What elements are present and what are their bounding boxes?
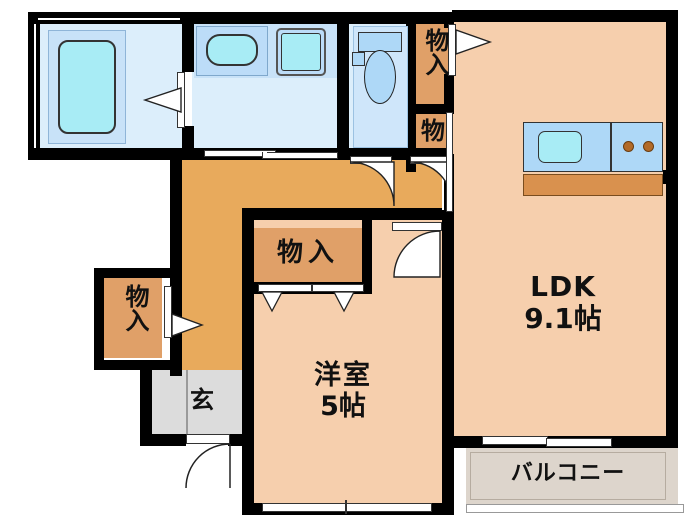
wall-toilet-closet <box>406 12 416 172</box>
washing-machine-inner <box>281 33 321 71</box>
wall-leftcloset-top <box>94 268 182 278</box>
entry-door-panel[interactable] <box>186 434 230 444</box>
toilet-door-swing-icon <box>349 161 395 207</box>
wall-ldk-left-upper <box>444 12 454 28</box>
wall-kitchen-right-stub <box>663 170 678 184</box>
ldk-label-name: LDK <box>530 270 596 303</box>
wall-leftcloset-bottom <box>94 360 182 370</box>
stove-burner-right-icon <box>643 141 654 152</box>
wall-bath-washroom <box>182 12 194 72</box>
bath-door-arrow-icon <box>142 87 182 113</box>
balcony-sliding-door-a[interactable] <box>482 436 548 445</box>
room-door-swing-icon <box>393 230 441 278</box>
closet-center-box <box>252 228 364 284</box>
hallway-area-2 <box>180 160 242 370</box>
wall-closet-divider <box>406 104 452 114</box>
room-window <box>262 503 432 512</box>
wall-genkan-left <box>140 370 152 446</box>
kitchen-counter-icon <box>523 174 663 196</box>
closet-left-door-arrow-icon <box>171 312 205 338</box>
western-room-label-size: 5帖 <box>320 391 366 422</box>
toilet-tank-icon <box>358 32 402 52</box>
entry-door-swing-icon <box>185 443 231 489</box>
wall-closet-center-right <box>362 218 372 292</box>
genkan-label: 玄 <box>190 386 214 414</box>
washroom-sliding-door-b[interactable] <box>262 152 338 159</box>
toilet-lever-icon <box>352 52 365 66</box>
balcony-sliding-door-b[interactable] <box>546 438 612 447</box>
closet-center-door-b[interactable] <box>312 284 364 292</box>
wall-bath-washroom-low <box>182 126 194 160</box>
closet-center-label: 物入 <box>276 238 339 268</box>
wall-genkan-bottom-left <box>140 434 186 446</box>
wall-ldk-left-mid <box>444 74 454 114</box>
genkan-step-line <box>186 370 188 434</box>
closet-top-right-label: 物入 <box>421 28 449 76</box>
bathtub-icon <box>58 40 116 134</box>
closet-center-fold-marks-icon <box>260 291 356 313</box>
wall-inner-line-top <box>38 18 180 20</box>
wall-right-outer <box>666 10 678 448</box>
room-door-panel[interactable] <box>392 222 442 231</box>
wall-inner-line-left <box>34 24 36 148</box>
closet-left-door-panel[interactable] <box>164 286 172 338</box>
closet-center-door-a[interactable] <box>258 284 312 292</box>
balcony-area <box>466 448 678 504</box>
ldk-area <box>452 22 674 437</box>
wall-bath-bottom <box>28 148 184 160</box>
stove-burner-left-icon <box>623 141 634 152</box>
wall-leftcloset-left <box>94 268 104 370</box>
toilet-bowl-icon <box>364 50 396 104</box>
kitchen-sink-icon <box>538 131 582 163</box>
balcony-rail <box>466 504 684 513</box>
balcony-outline <box>470 452 666 500</box>
closet-left-box <box>104 278 162 358</box>
closet-small-box <box>414 114 452 154</box>
washroom-door-hatch-icon <box>207 151 267 156</box>
genkan-area <box>150 370 250 436</box>
wall-room-right <box>442 370 454 515</box>
closet-small-label: 物 <box>421 117 445 145</box>
wall-top-right <box>452 10 678 22</box>
balcony-label: バルコニー <box>510 461 626 486</box>
washbasin-icon <box>206 34 258 66</box>
western-room-label-name: 洋室 <box>314 360 372 391</box>
ldk-label-size: 9.1帖 <box>524 302 602 335</box>
wall-hall-room-top <box>242 208 442 220</box>
ldk-top-door-arrow-icon <box>455 29 493 55</box>
ldk-top-door-panel[interactable] <box>448 24 456 76</box>
wall-washroom-toilet <box>337 12 349 160</box>
stove-panel <box>611 122 663 172</box>
room-window-mullion <box>345 500 347 514</box>
ldk-left-door-hatch-icon <box>447 116 452 162</box>
wall-room-left <box>242 370 254 515</box>
closet-left-label: 物入 <box>121 284 149 332</box>
